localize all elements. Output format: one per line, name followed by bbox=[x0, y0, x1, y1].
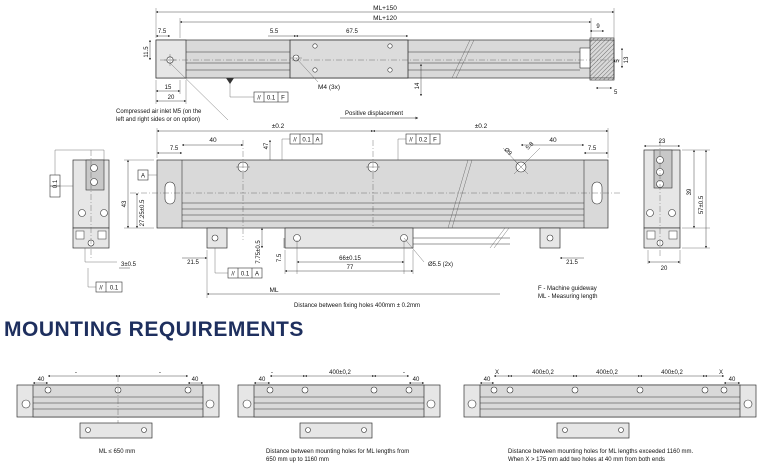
dim-21-5-right: 21.5 bbox=[566, 260, 578, 266]
svg-text:A: A bbox=[315, 138, 319, 144]
dim-tol-right: ±0.2 bbox=[475, 123, 488, 130]
dim-77: 77 bbox=[347, 265, 354, 271]
reading-head bbox=[284, 227, 414, 249]
mount3-dim-40-right: 40 bbox=[729, 377, 736, 383]
mount2-head bbox=[299, 422, 373, 439]
dim-40-left: 40 bbox=[209, 137, 217, 144]
dim-7-75: 7.75±0.5 bbox=[256, 240, 262, 264]
dim-43: 43 bbox=[122, 200, 128, 207]
legend-f: F - Machine guideway bbox=[538, 286, 597, 292]
side-dim-57: 57±0.5 bbox=[699, 195, 705, 214]
mount3-x-left: X bbox=[495, 370, 499, 376]
dim-5: 5 bbox=[614, 90, 618, 96]
mount3-dim-40-left: 40 bbox=[484, 377, 491, 383]
top-view: ML+150 ML+120 7.5 5.5 67.5 9 11.5 15 20 … bbox=[116, 5, 630, 123]
mount1-dim-40-right: 40 bbox=[192, 377, 199, 383]
dim-7-5-right: 7.5 bbox=[588, 146, 597, 152]
mount2-dim-40-left: 40 bbox=[259, 377, 266, 383]
svg-text:0.1: 0.1 bbox=[241, 272, 250, 278]
side-view: 23 39 57±0.5 20 bbox=[643, 139, 710, 272]
dim-3-05: 3±0.5 bbox=[121, 262, 137, 268]
mount3-x-right: X bbox=[719, 370, 723, 376]
mounting-diagram-2: 40 - 400±0,2 - 40 Distance between mount… bbox=[237, 369, 441, 463]
dim-40-right: 40 bbox=[549, 137, 557, 144]
dim-21-5-left: 21.5 bbox=[187, 260, 199, 266]
fixing-holes-note: Distance between fixing holes 400mm ± 0.… bbox=[294, 303, 420, 309]
dim-9: 9 bbox=[596, 24, 600, 30]
mount1-caption: ML ≤ 650 mm bbox=[99, 449, 135, 455]
mount3-caption-line2: When X > 175 mm add two holes at 40 mm f… bbox=[508, 457, 665, 463]
dim-67-5: 67.5 bbox=[346, 29, 358, 35]
dim-ml150: ML+150 bbox=[373, 5, 397, 12]
front-view-body bbox=[156, 159, 609, 229]
svg-text:0.1: 0.1 bbox=[302, 138, 311, 144]
svg-text://: // bbox=[99, 286, 103, 292]
dim-ml: ML bbox=[269, 287, 278, 294]
mount2-dim-400: 400±0,2 bbox=[329, 370, 351, 376]
side-dim-20: 20 bbox=[661, 266, 668, 272]
mount2-scale-body bbox=[253, 384, 425, 418]
svg-text:0.1: 0.1 bbox=[110, 286, 119, 292]
mounting-requirements-title: MOUNTING REQUIREMENTS bbox=[4, 318, 304, 341]
mount3-scale-body bbox=[479, 384, 741, 418]
svg-text://: // bbox=[293, 138, 297, 144]
mount2-caption-line1: Distance between mounting holes for ML l… bbox=[266, 449, 409, 455]
mount3-dim-400-c: 400±0,2 bbox=[661, 370, 683, 376]
mount1-dash-a: - bbox=[75, 369, 77, 376]
dim-7-5-left: 7.5 bbox=[170, 146, 179, 152]
dim-13: 13 bbox=[624, 56, 630, 63]
left-frame-tol: 0.1 bbox=[53, 179, 59, 188]
front-view: ±0.2 ±0.2 40 40 7.5 7.5 47 // 0.1 A // 0… bbox=[122, 123, 620, 309]
mount2-dash-b: - bbox=[403, 369, 405, 376]
mount1-head bbox=[79, 422, 153, 439]
svg-text:0.2: 0.2 bbox=[419, 138, 428, 144]
dim-11-5: 11.5 bbox=[144, 46, 150, 58]
dim-ml120: ML+120 bbox=[373, 15, 397, 22]
svg-text://: // bbox=[231, 272, 235, 278]
svg-text:0.1: 0.1 bbox=[267, 96, 276, 102]
dim-27-25: 27.25±0.5 bbox=[140, 199, 146, 226]
dim-5-8: 5.8 bbox=[525, 141, 536, 152]
svg-text:F: F bbox=[433, 138, 437, 144]
dim-dia5-5: Ø5.5 (2x) bbox=[428, 262, 453, 268]
dim-tol-left: ±0.2 bbox=[272, 123, 285, 130]
air-inlet-note-line1: Compressed air inlet M5 (on the bbox=[116, 109, 202, 115]
legend-ml: ML - Measuring length bbox=[538, 294, 597, 300]
side-dim-39: 39 bbox=[687, 188, 693, 195]
svg-text:F: F bbox=[281, 96, 285, 102]
mount2-dim-40-right: 40 bbox=[413, 377, 420, 383]
dim-47: 47 bbox=[264, 142, 270, 149]
mount1-dash-b: - bbox=[159, 369, 161, 376]
air-inlet-note-line2: left and right sides or on option) bbox=[116, 117, 200, 123]
dim-5-5: 5.5 bbox=[270, 29, 279, 35]
dim-7-5-b: 7.5 bbox=[277, 253, 283, 262]
dim-5-small: 5 bbox=[615, 59, 621, 63]
m4-label: M4 (3x) bbox=[318, 84, 340, 91]
mount3-dim-400-a: 400±0,2 bbox=[532, 370, 554, 376]
mount3-dim-400-b: 400±0,2 bbox=[596, 370, 618, 376]
positive-displacement-label: Positive displacement bbox=[345, 111, 403, 117]
mount3-head bbox=[556, 422, 630, 439]
svg-text:A: A bbox=[255, 272, 259, 278]
svg-text:A: A bbox=[141, 174, 145, 180]
dim-14: 14 bbox=[415, 82, 421, 89]
dim-20: 20 bbox=[168, 95, 175, 101]
mounting-diagram-1: 40 - - 40 ML ≤ 650 mm bbox=[16, 369, 220, 455]
svg-text://: // bbox=[409, 138, 413, 144]
dim-dia9: Ø9 bbox=[503, 147, 513, 157]
left-end-detail: 0.1 3±0.5 // 0.1 bbox=[49, 149, 137, 293]
mount2-caption-line2: 650 mm up to 1160 mm bbox=[266, 457, 329, 463]
side-dim-23: 23 bbox=[659, 139, 666, 145]
dim-7-5: 7.5 bbox=[158, 29, 167, 35]
dim-66: 66±0.15 bbox=[339, 256, 361, 262]
mounting-diagram-3: X 40 400±0,2 400±0,2 400±0,2 X 40 Distan… bbox=[463, 370, 757, 463]
mount2-dash-a: - bbox=[271, 369, 273, 376]
mount3-caption-line1: Distance between mounting holes for ML l… bbox=[508, 449, 693, 455]
svg-text://: // bbox=[257, 96, 261, 102]
dim-15: 15 bbox=[165, 85, 172, 91]
mount1-dim-40-left: 40 bbox=[38, 377, 45, 383]
right-end-cap bbox=[589, 37, 615, 81]
